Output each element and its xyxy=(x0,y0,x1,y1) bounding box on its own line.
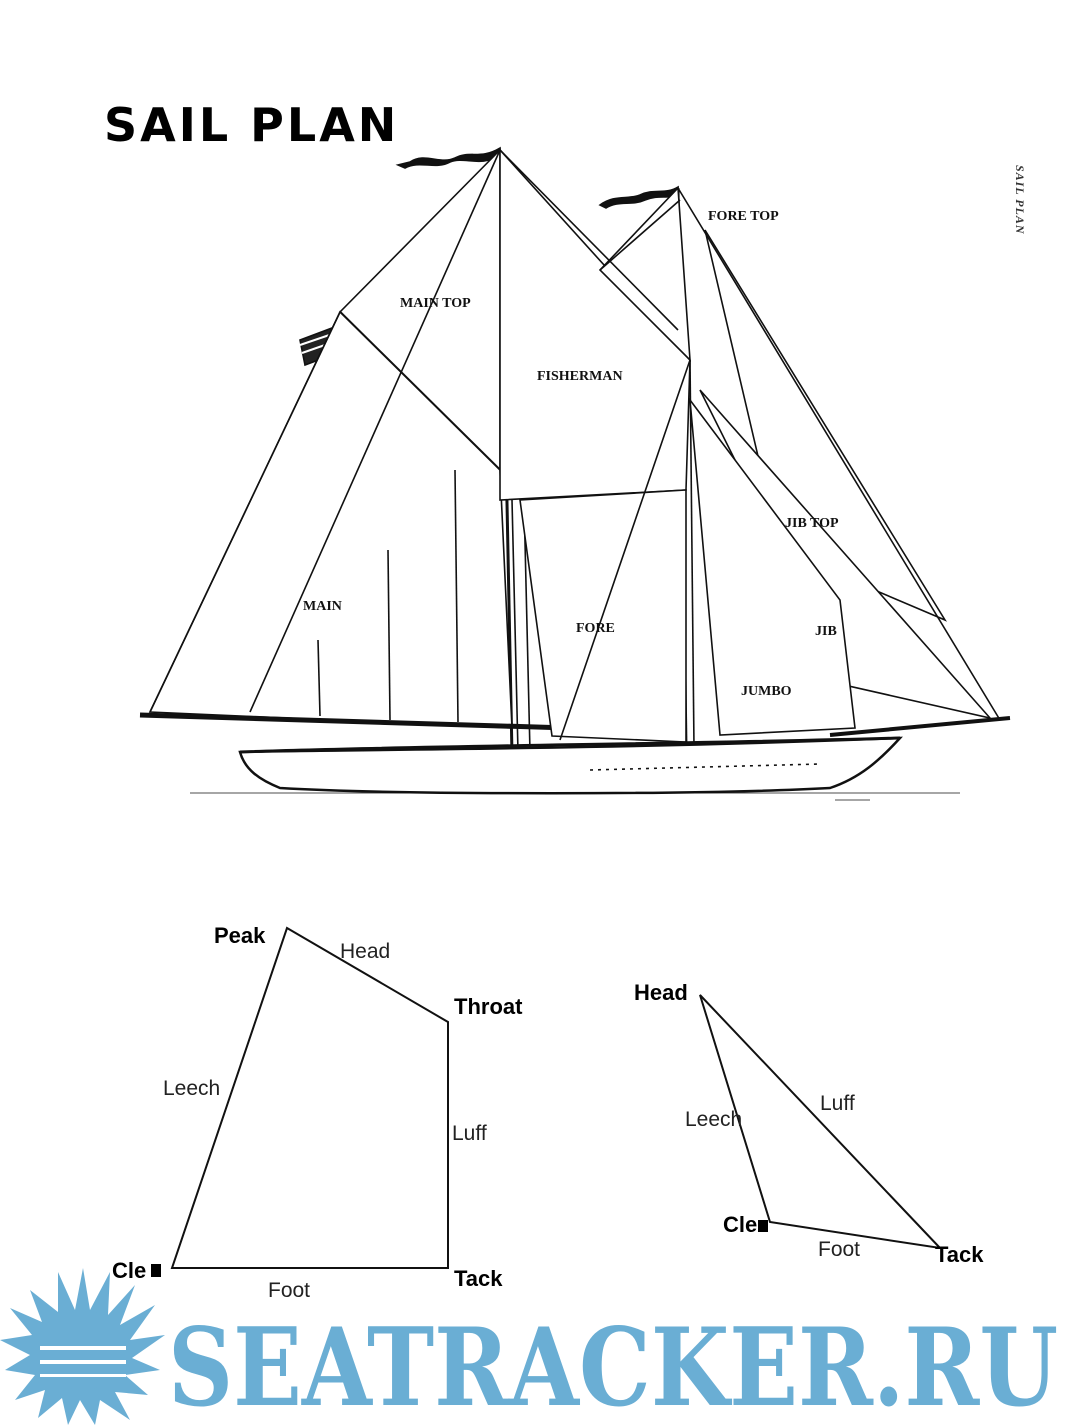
main-boom xyxy=(139,712,569,731)
schooner-drawing xyxy=(139,146,1011,801)
jib-clew-marker xyxy=(758,1220,768,1232)
fore-top-sail xyxy=(598,186,691,363)
jib-leech-label: Leech xyxy=(685,1108,742,1131)
jib-tack-label: Tack xyxy=(935,1242,984,1267)
side-caption: SAIL PLAN xyxy=(1013,165,1027,235)
fore-mast-pennant xyxy=(598,185,679,209)
gaff-clew-marker xyxy=(151,1264,161,1277)
sail-label-fisherman: FISHERMAN xyxy=(537,369,623,384)
bowsprit xyxy=(829,716,1011,737)
sail-label-fore-top: FORE TOP xyxy=(708,209,779,224)
jib-foot-label: Foot xyxy=(818,1238,860,1261)
main-mast-pennant xyxy=(395,146,501,169)
sail-label-main: MAIN xyxy=(303,599,342,614)
sail-label-jib: JIB xyxy=(815,624,837,639)
gaff-sail-outline xyxy=(170,926,449,1269)
gaff-throat-label: Throat xyxy=(454,994,523,1019)
sail-label-fore: FORE xyxy=(576,621,615,636)
jib-luff-label: Luff xyxy=(820,1092,855,1115)
gaff-head-label: Head xyxy=(340,940,390,963)
sail-label-jumbo: JUMBO xyxy=(741,684,792,699)
watermark-text: SEATRACKER.RU xyxy=(168,1305,1058,1425)
jumbo-sail xyxy=(688,397,856,736)
jib-sail-outline xyxy=(699,994,943,1250)
gaff-luff-label: Luff xyxy=(452,1122,487,1145)
sun-logo xyxy=(0,1268,165,1425)
gaff-foot-label: Foot xyxy=(268,1279,310,1302)
sail-label-main-top: MAIN TOP xyxy=(400,296,471,311)
gaff-leech-label: Leech xyxy=(163,1077,220,1100)
gaff-peak-label: Peak xyxy=(214,923,266,948)
jib-head-label: Head xyxy=(634,980,688,1005)
sail-label-jib-top: JIB TOP xyxy=(785,516,839,531)
page-title: SAIL PLAN xyxy=(104,98,400,152)
jib-clew-label: Cle xyxy=(723,1212,757,1237)
hull xyxy=(238,736,903,795)
gaff-clew-label: Cle xyxy=(112,1258,146,1283)
gaff-tack-label: Tack xyxy=(454,1266,503,1291)
